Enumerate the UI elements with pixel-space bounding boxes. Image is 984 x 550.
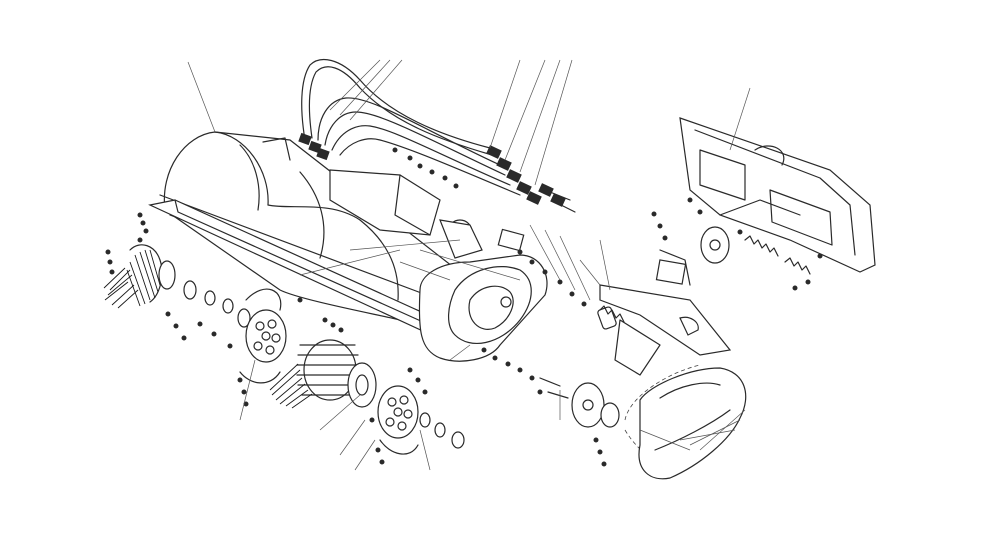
hardware-right <box>593 197 823 467</box>
motor-mount <box>329 169 525 259</box>
sprocket-assembly <box>539 377 620 428</box>
center-end-plate <box>377 385 465 455</box>
hydraulic-hoses <box>298 58 576 213</box>
quick-attach-plate <box>679 117 876 273</box>
pivot-linkage <box>597 249 732 376</box>
left-end-plate <box>239 288 287 384</box>
left-brush <box>103 244 251 328</box>
spring-lower <box>599 305 625 323</box>
hardware-upper <box>392 147 587 307</box>
hardware-center <box>297 297 543 465</box>
leader-lines <box>187 59 751 471</box>
drive-case <box>418 254 548 362</box>
hardware-left <box>105 212 249 407</box>
center-brush <box>269 339 377 409</box>
spring-upper <box>744 235 811 275</box>
belt-guard <box>638 367 747 480</box>
